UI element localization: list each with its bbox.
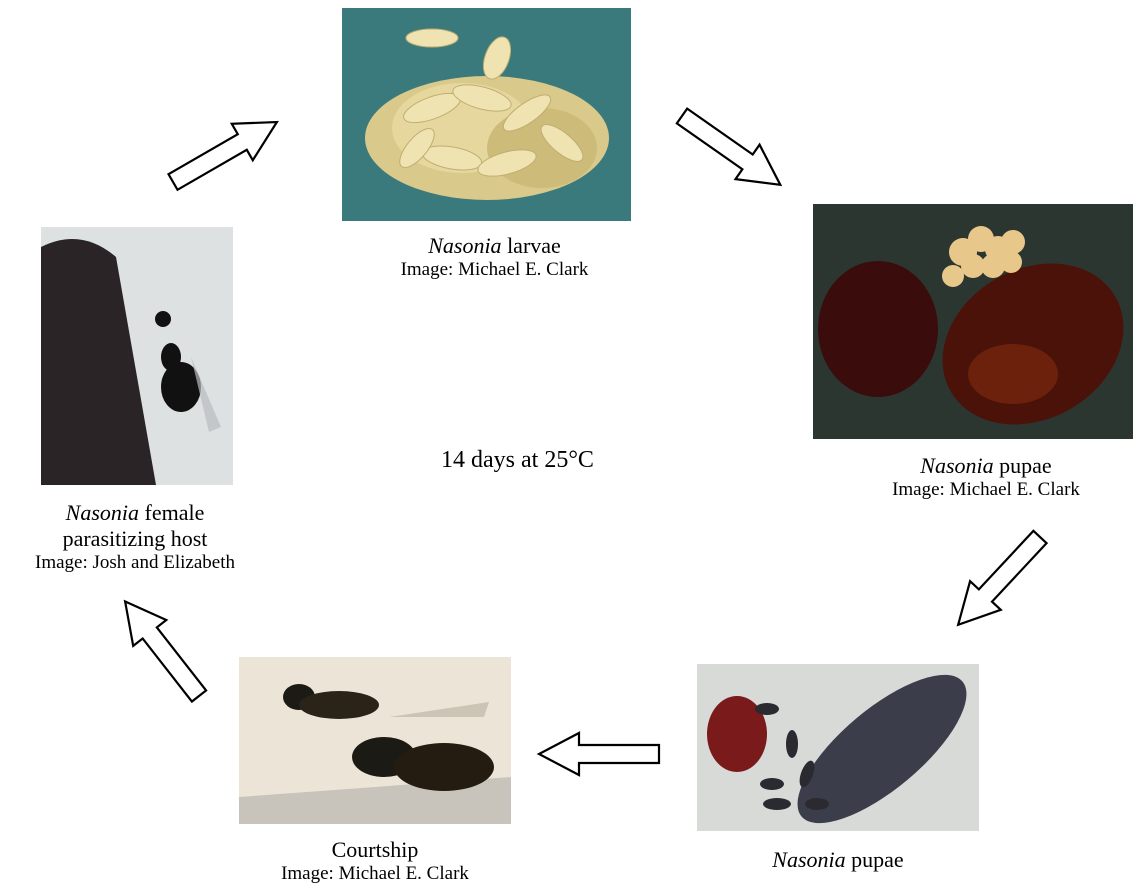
courtship-caption: Courtship Image: Michael E. Clark [230, 837, 520, 885]
image-credit: Image: Michael E. Clark [230, 863, 520, 885]
image-credit: Image: Michael E. Clark [836, 479, 1133, 501]
pupae-host-caption: Nasonia pupae Image: Michael E. Clark [836, 453, 1133, 501]
female-caption: Nasonia female parasitizing host Image: … [0, 500, 270, 574]
genus-label: Nasonia [772, 847, 845, 872]
arrow-5-icon [109, 589, 216, 709]
arrow-3-icon [943, 523, 1056, 639]
genus-label: Nasonia [428, 233, 501, 258]
arrow-4-icon [539, 733, 659, 775]
genus-label: Nasonia [920, 453, 993, 478]
larvae-caption: Nasonia larvae Image: Michael E. Clark [350, 233, 639, 281]
cycle-duration-label: 14 days at 25°C [441, 447, 594, 474]
arrow-1-icon [163, 104, 288, 200]
stage-label: Courtship [230, 837, 520, 863]
genus-label: Nasonia [66, 500, 139, 525]
image-credit: Image: Michael E. Clark [350, 259, 639, 281]
arrow-2-icon [670, 99, 792, 202]
stage-label: parasitizing host [0, 526, 270, 552]
pupae-emerging-caption: Nasonia pupae [697, 847, 979, 873]
image-credit: Image: Josh and Elizabeth [0, 552, 270, 574]
